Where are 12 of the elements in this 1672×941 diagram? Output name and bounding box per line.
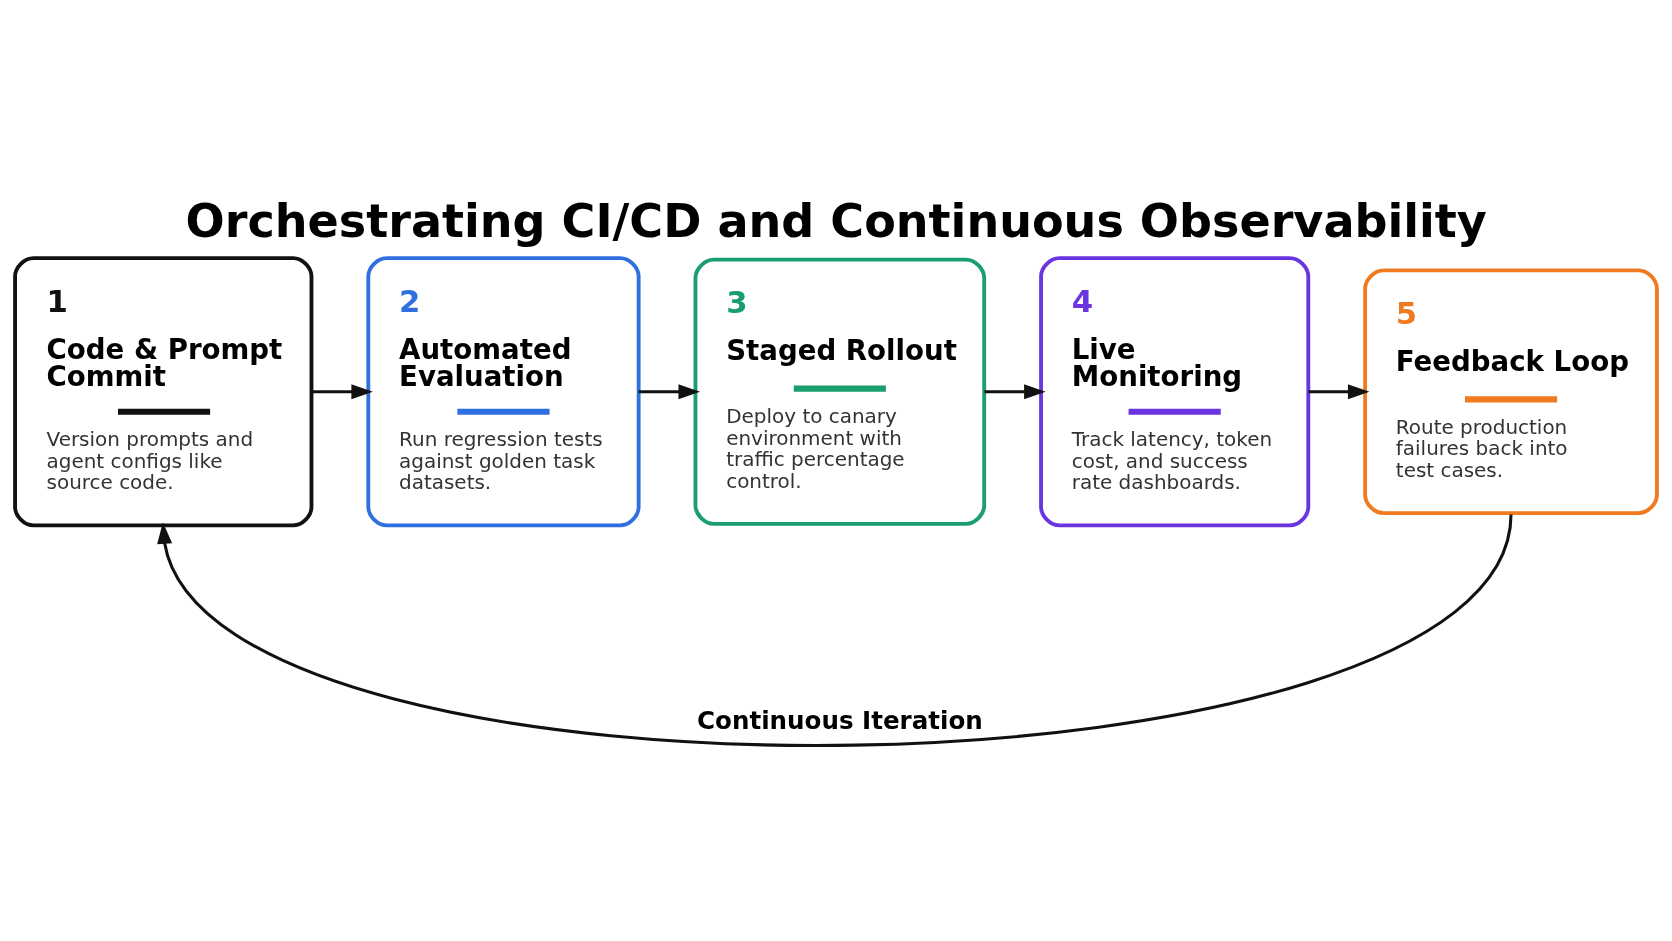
arrow [638, 384, 700, 400]
arrow [311, 384, 373, 400]
node-box: 1 Code & Prompt Commit Version prompts and agent configs like source code. [13, 256, 314, 528]
arrow [1308, 384, 1370, 400]
arrow [984, 384, 1046, 400]
arrow [157, 514, 1513, 747]
node-box: 4 Live Monitoring Track latency, token cost, and success rate dashboards. [1039, 256, 1311, 528]
node-box: 3 Staged Rollout Deploy to canary environment with traffic percentage control. [693, 257, 987, 526]
node-box: 5 Feedback Loop Route production failures back into test cases. [1363, 268, 1659, 515]
node-box: 2 Automated Evaluation Run regression tests against golden task datasets. [366, 256, 641, 528]
edge-label: Continuous Iteration [697, 706, 983, 736]
diagram-title: Orchestrating CI/CD and Continuous Observability [185, 193, 1487, 248]
